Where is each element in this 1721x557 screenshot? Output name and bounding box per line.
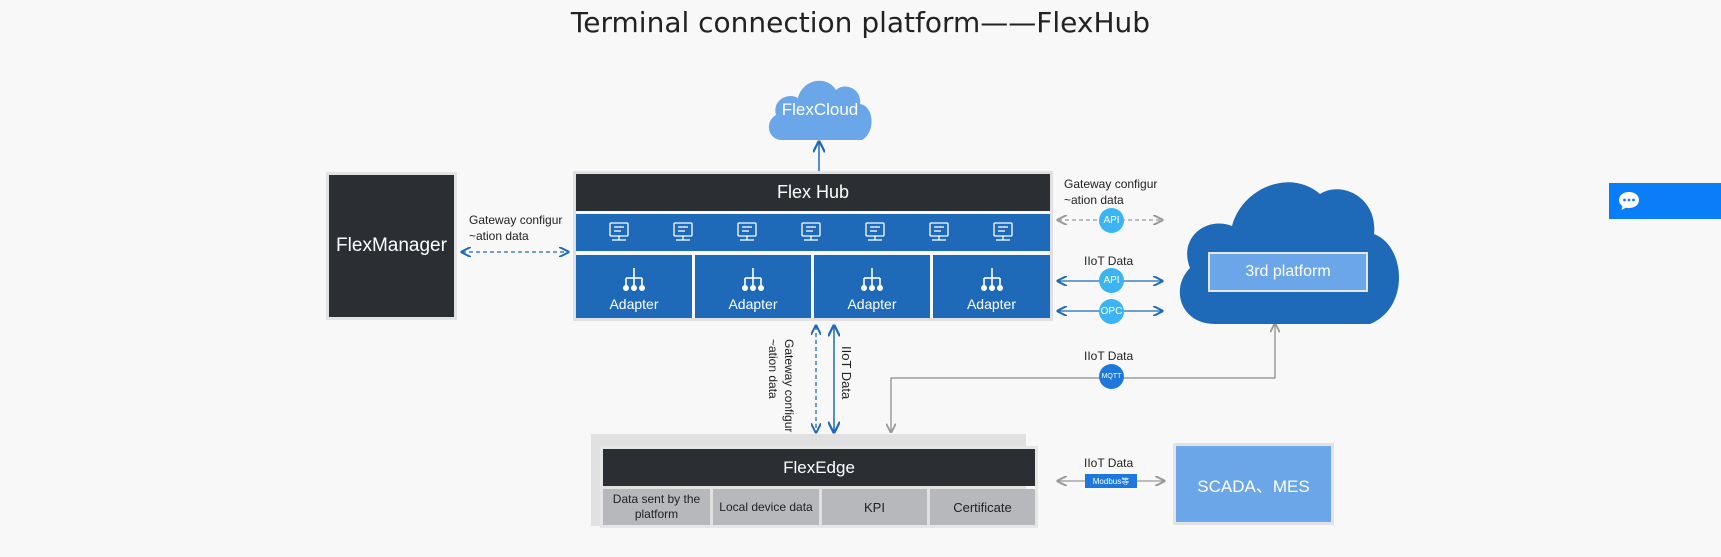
vertical-gateway-line1: Gateway configur xyxy=(782,339,796,433)
mqtt-badge: MQTT xyxy=(1099,364,1124,389)
gateway-right-label: Gateway configur ~ation data xyxy=(1064,176,1157,208)
edge-cell: Data sent by the platform xyxy=(603,489,710,525)
third-platform-label: 3rd platform xyxy=(1245,263,1331,280)
flexedge-header: FlexEdge xyxy=(603,449,1035,486)
adapter-box: Adapter xyxy=(814,255,930,318)
iiot-right-label: IIoT Data xyxy=(1084,254,1134,268)
adapter-label: Adapter xyxy=(728,296,778,312)
monitor-icon xyxy=(865,222,885,241)
flexhub-header-label: Flex Hub xyxy=(776,182,850,202)
gateway-left-label: Gateway configur ~ation data xyxy=(469,212,562,244)
cloud-icon xyxy=(1179,182,1399,324)
monitor-icon xyxy=(609,222,629,241)
adapter-box: Adapter xyxy=(576,255,692,318)
third-platform-box: 3rd platform xyxy=(1208,252,1368,292)
third-platform-node: 3rd platform xyxy=(1170,168,1406,326)
monitor-icon xyxy=(673,222,693,241)
flexmanager-label: FlexManager xyxy=(336,235,447,256)
mqtt-path xyxy=(891,324,1275,432)
edge-cell: Local device data xyxy=(713,489,819,525)
adapter-label: Adapter xyxy=(847,296,897,312)
flexedge-frame xyxy=(600,446,1038,528)
adapter-box: Adapter xyxy=(933,255,1050,318)
monitor-icon xyxy=(737,222,757,241)
scada-link-label: IIoT Data xyxy=(1084,456,1134,470)
page-title: Terminal connection platform——FlexHub xyxy=(570,6,1151,39)
vertical-gateway-line2: ~ation data xyxy=(766,339,780,399)
chat-button[interactable] xyxy=(1609,183,1721,219)
vertical-iiot-label: IIoT Data xyxy=(839,346,854,400)
edge-cell: KPI xyxy=(822,489,927,525)
flexcloud-label: FlexCloud xyxy=(781,100,859,119)
scada-label: SCADA、MES xyxy=(1197,476,1310,496)
device-icons xyxy=(609,222,1013,241)
hierarchy-icon xyxy=(742,268,764,291)
adapter-label: Adapter xyxy=(609,296,659,312)
monitor-icon xyxy=(801,222,821,241)
monitor-icon xyxy=(993,222,1013,241)
vertical-gateway-label: Gateway configur ~ation data xyxy=(765,339,797,432)
gateway-left-line1: Gateway configur xyxy=(469,213,563,227)
modbus-badge: Modbus等 xyxy=(1085,474,1137,488)
chat-bubble-icon xyxy=(1619,192,1639,210)
api-badge: API xyxy=(1099,268,1124,293)
api-badge: API xyxy=(1099,208,1124,233)
flexmanager-box: FlexManager xyxy=(326,172,457,320)
edge-cell: Certificate xyxy=(930,489,1035,525)
flexhub-frame xyxy=(573,171,1053,321)
scada-box: SCADA、MES xyxy=(1173,443,1334,525)
mqtt-label: IIoT Data xyxy=(1084,349,1134,363)
adapter-box: Adapter xyxy=(695,255,811,318)
gateway-right-line2: ~ation data xyxy=(1064,193,1124,207)
flexhub-header: Flex Hub xyxy=(576,174,1050,211)
gateway-right-line1: Gateway configur xyxy=(1064,177,1158,191)
flexhub-icons-row xyxy=(576,214,1050,251)
flexcloud-node: FlexCloud xyxy=(764,70,876,144)
adapter-label: Adapter xyxy=(966,296,1017,312)
cloud-icon xyxy=(768,80,872,140)
flexedge-header-label: FlexEdge xyxy=(783,457,855,477)
hierarchy-icon xyxy=(861,268,883,291)
hierarchy-icon xyxy=(623,268,645,291)
hierarchy-icon xyxy=(980,268,1003,291)
gateway-left-line2: ~ation data xyxy=(469,229,529,243)
opc-badge: OPC xyxy=(1099,299,1124,324)
monitor-icon xyxy=(929,222,949,241)
